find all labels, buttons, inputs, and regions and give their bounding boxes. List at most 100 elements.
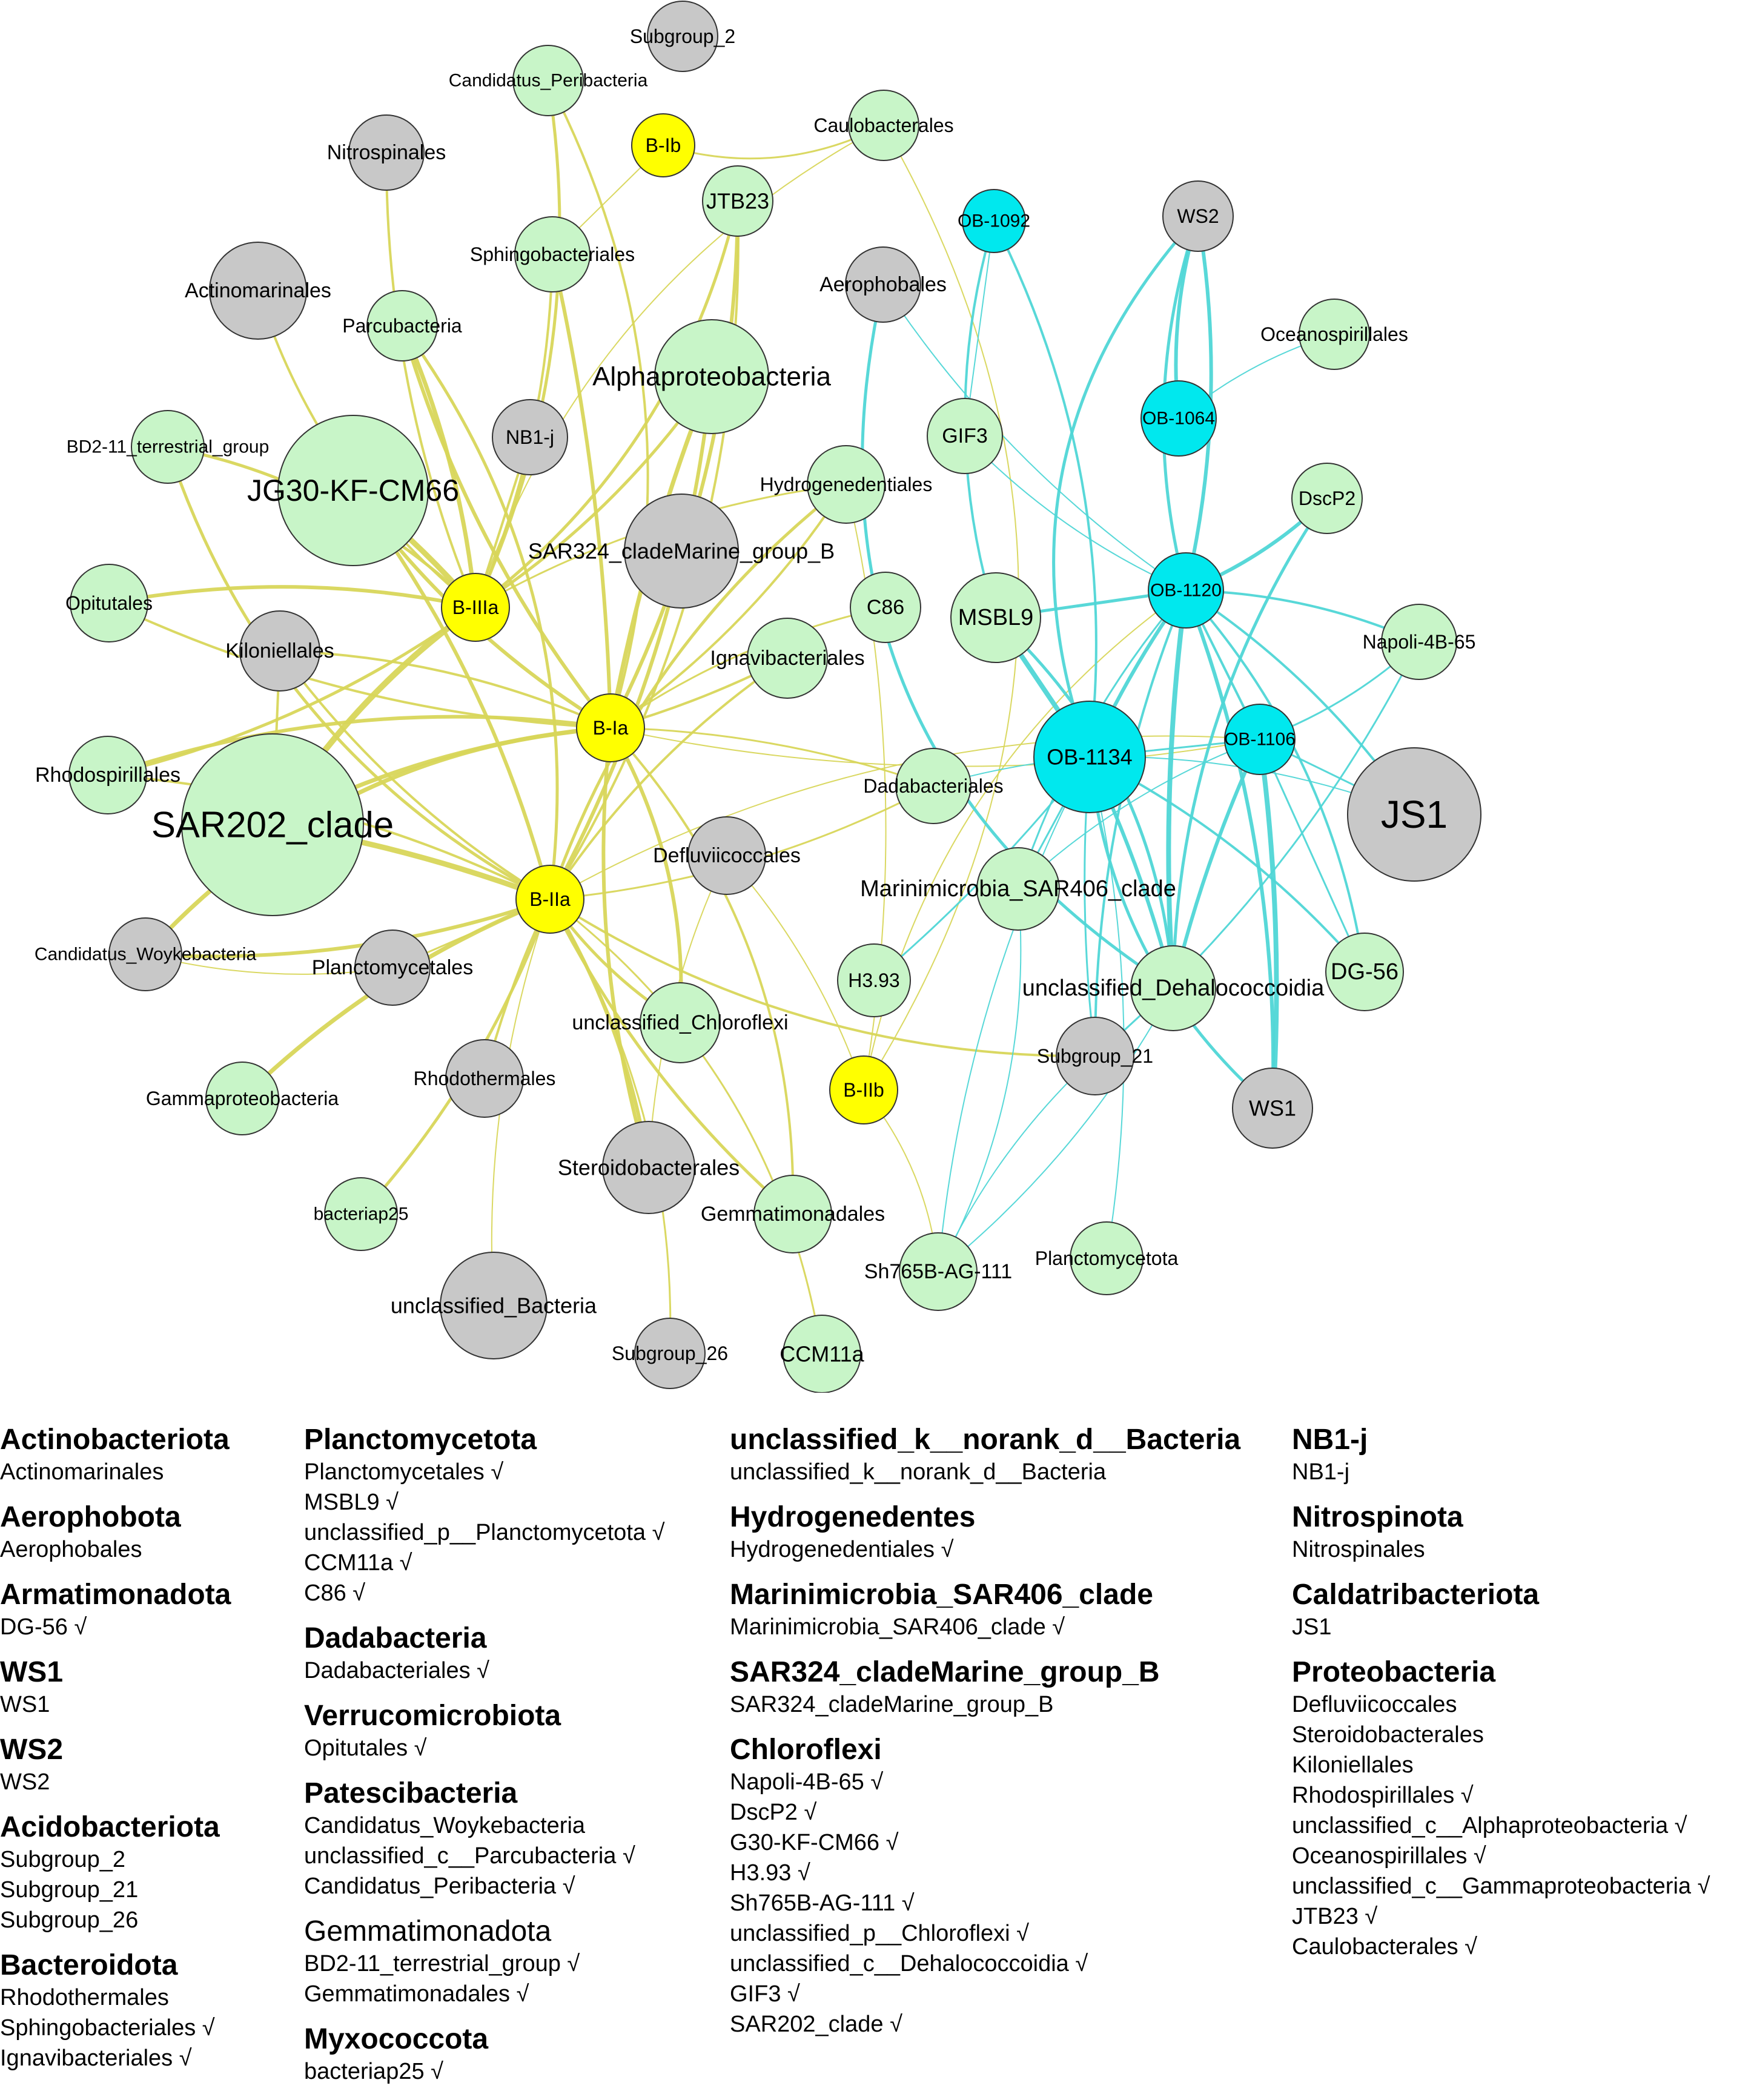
node-ob-1064: OB-1064: [1140, 380, 1217, 457]
node-circle: [634, 1318, 706, 1389]
node-parcubacteria: Parcubacteria: [342, 290, 462, 362]
node-b-iib: B-IIb: [829, 1055, 898, 1124]
legend-taxon-item: MSBL9 √: [304, 1490, 399, 1515]
node-label: Opitutales: [65, 592, 153, 614]
network-edge: [106, 715, 612, 777]
node-circle: [492, 399, 568, 475]
node-label: Rhodothermales: [414, 1068, 556, 1089]
node-circle: [205, 1062, 279, 1135]
node-circle: [640, 982, 721, 1063]
node-b-ia: B-Ia: [576, 693, 645, 762]
node-ccm11a: CCM11a: [780, 1315, 865, 1393]
node-sh765b-ag-111: Sh765B-AG-111: [864, 1232, 1012, 1311]
legend-taxon-item: Opitutales √: [304, 1735, 427, 1761]
node-label: OB-1092: [958, 211, 1030, 231]
node-label: SAR324_cladeMarine_group_B: [528, 539, 835, 564]
node-hydrogenedentiales: Hydrogenedentiales: [760, 445, 932, 524]
node-ob-1092: OB-1092: [958, 189, 1030, 253]
legend-taxon-item: Steroidobacterales: [1292, 1722, 1484, 1748]
node-label: MSBL9: [958, 605, 1034, 630]
legend-taxon-item: Gemmatimonadales √: [304, 1981, 529, 2007]
node-js1: JS1: [1347, 747, 1481, 882]
node-circle: [927, 398, 1003, 474]
node-label: Planctomycetales: [312, 956, 473, 979]
node-circle: [783, 1315, 861, 1393]
node-circle: [1381, 604, 1457, 680]
network-edge: [1257, 737, 1279, 1111]
node-label: unclassified_Chloroflexi: [572, 1011, 788, 1034]
network-edge: [609, 727, 795, 1215]
network-edge: [385, 151, 477, 609]
node-label: B-Ia: [593, 717, 629, 739]
node-sar324: SAR324_cladeMarine_group_B: [528, 494, 835, 609]
node-defluviicoccales: Defluviicoccales: [653, 816, 801, 895]
legend-phylum-title: WS2: [0, 1734, 64, 1766]
node-dadabacteriales: Dadabacteriales: [863, 748, 1004, 824]
network-edge: [938, 988, 1174, 1272]
node-label: Parcubacteria: [342, 315, 462, 337]
node-label: B-IIIa: [452, 596, 499, 618]
node-unclassified-bacteria: unclassified_Bacteria: [391, 1252, 597, 1359]
node-circle: [324, 1177, 398, 1251]
legend-phylum-title: NB1-j: [1292, 1424, 1368, 1456]
node-gammaproteobacteria: Gammaproteobacteria: [146, 1062, 339, 1135]
node-circle: [950, 572, 1041, 663]
node-label: GIF3: [942, 424, 988, 447]
node-subgroup-2: Subgroup_2: [630, 1, 735, 72]
legend-phylum-title: Armatimonadota: [0, 1579, 231, 1611]
network-edge: [1166, 588, 1188, 991]
node-label: Sphingobacteriales: [470, 243, 635, 265]
legend-taxon-item: unclassified_p__Planctomycetota √: [304, 1520, 665, 1545]
node-planctomycetales: Planctomycetales: [312, 929, 473, 1006]
node-label: Oceanospirillales: [1260, 323, 1408, 345]
node-ob-1134: OB-1134: [1033, 701, 1146, 813]
network-edge: [549, 898, 823, 1355]
node-label: JG30-KF-CM66: [247, 474, 459, 507]
network-edge: [547, 79, 649, 729]
legend-taxon-item: Napoli-4B-65 √: [730, 1769, 884, 1795]
node-h3-93: H3.93: [837, 943, 911, 1017]
node-ws1: WS1: [1232, 1068, 1313, 1149]
node-circle: [807, 445, 885, 524]
node-circle: [895, 748, 971, 824]
legend-taxon-item: Candidatus_Woykebacteria: [304, 1813, 586, 1838]
node-rhodospirillales: Rhodospirillales: [35, 736, 180, 814]
node-candidatus-peribacteria: Candidatus_Peribacteria: [449, 45, 648, 116]
node-circle: [366, 290, 438, 362]
node-ignavibacteriales: Ignavibacteriales: [710, 618, 865, 699]
node-bacteriap25: bacteriap25: [314, 1177, 408, 1251]
node-label: Gammaproteobacteria: [146, 1088, 339, 1109]
legend-taxon-item: Aerophobales: [0, 1537, 142, 1562]
node-circle: [1347, 747, 1481, 882]
node-b-iiia: B-IIIa: [441, 573, 510, 642]
node-label: OB-1134: [1047, 745, 1132, 770]
node-b-iia: B-IIa: [515, 865, 584, 934]
node-jtb23: JTB23: [702, 165, 773, 237]
node-circle: [445, 1039, 524, 1118]
legend-phylum-title: Marinimicrobia_SAR406_clade: [730, 1579, 1153, 1611]
node-chloroflexi: unclassified_Chloroflexi: [572, 982, 789, 1063]
network-edge: [1171, 497, 1329, 990]
node-dehalococcoidia: unclassified_Dehalococcoidia: [1022, 945, 1325, 1031]
node-label: DG-56: [1331, 959, 1398, 985]
node-label: Steroidobacterales: [558, 1155, 740, 1180]
network-edge: [551, 253, 612, 730]
node-label: BD2-11_terrestrial_group: [67, 437, 270, 457]
legend-taxon-item: Planctomycetales √: [304, 1459, 504, 1485]
node-subgroup-26: Subgroup_26: [612, 1318, 728, 1389]
legend-taxon-item: WS2: [0, 1769, 50, 1795]
node-candidatus-woykebacteria: Candidatus_Woykebacteria: [35, 917, 256, 991]
node-circle: [515, 865, 584, 934]
network-edge: [609, 726, 683, 1025]
legend-taxon-item: Actinomarinales: [0, 1459, 164, 1485]
node-label: Rhodospirillales: [35, 764, 180, 787]
node-sar202-clade: SAR202_clade: [151, 733, 394, 916]
legend-taxon-item: Rhodothermales: [0, 1985, 169, 2010]
legend-taxon-item: DscP2 √: [730, 1800, 817, 1825]
node-label: Marinimicrobia_SAR406_clade: [860, 876, 1176, 902]
